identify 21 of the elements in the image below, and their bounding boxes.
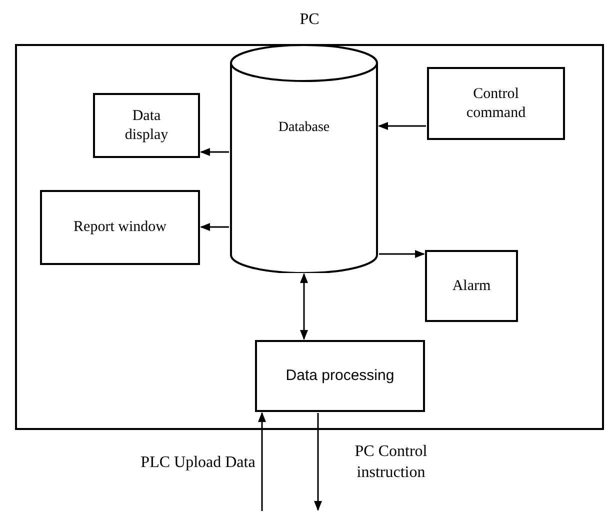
process-box bbox=[425, 250, 518, 322]
process-box bbox=[427, 67, 565, 140]
database-cylinder bbox=[230, 45, 378, 273]
arrow bbox=[200, 223, 229, 231]
box-heading: PC bbox=[298, 10, 320, 30]
node-label: Report window bbox=[74, 218, 166, 237]
node-label: Data processing bbox=[286, 366, 394, 386]
arrow bbox=[258, 412, 266, 511]
arrow bbox=[314, 413, 322, 511]
node-label: Control command bbox=[465, 84, 527, 122]
process-box bbox=[255, 340, 425, 412]
arrow bbox=[379, 250, 425, 258]
arrow bbox=[300, 273, 308, 340]
node-label: Alarm bbox=[452, 276, 491, 296]
edge-label: PLC Upload Data bbox=[140, 452, 256, 474]
arrow bbox=[378, 122, 426, 130]
node-label: Database bbox=[278, 119, 330, 137]
node-label: Data display bbox=[124, 106, 170, 144]
process-box bbox=[40, 190, 200, 265]
process-box bbox=[93, 93, 200, 158]
arrow bbox=[200, 148, 229, 156]
